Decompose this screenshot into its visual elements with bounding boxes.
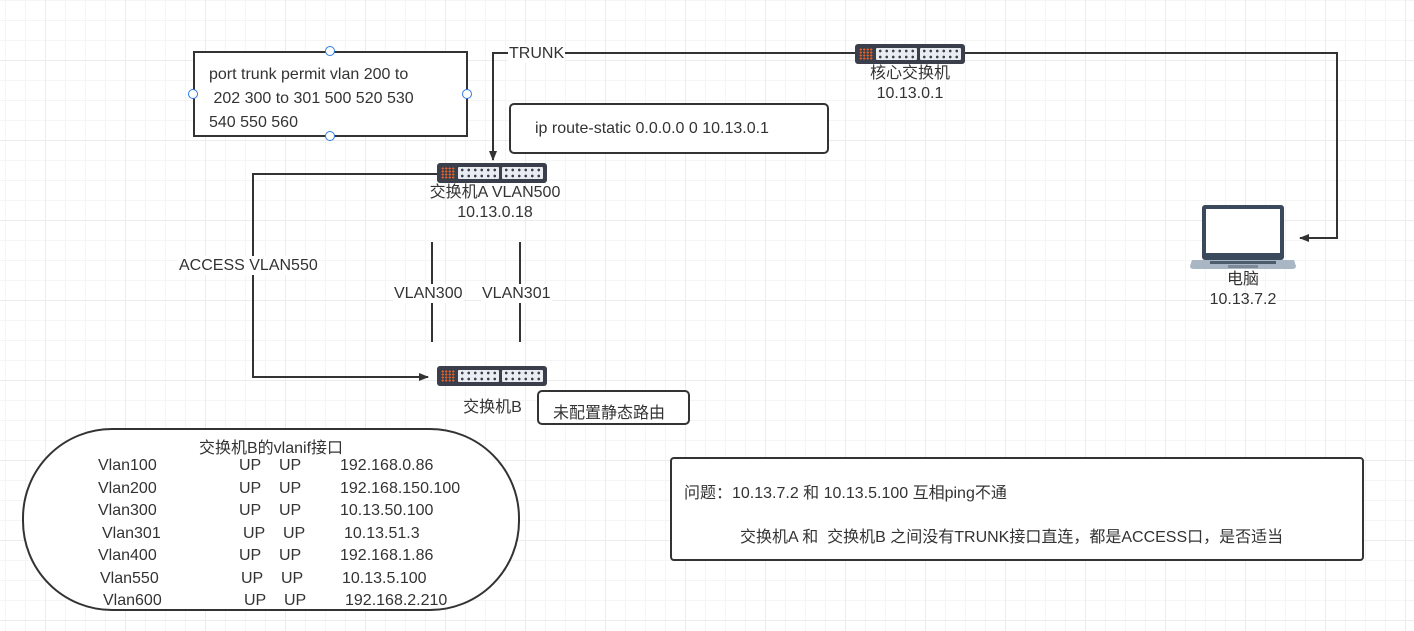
question-line-1: 问题：10.13.7.2 和 10.13.5.100 互相ping不通 <box>684 485 1007 502</box>
trunk-link[interactable] <box>489 52 855 161</box>
proto-status: UP <box>281 569 304 587</box>
ip-address: 192.168.1.86 <box>340 547 434 564</box>
question-line-2: 交换机A 和 交换机B 之间没有TRUNK接口直连，都是ACCESS口，是否适当 <box>740 529 1284 546</box>
vlan300-label: VLAN300 <box>393 284 464 303</box>
proto-status: UP <box>279 479 302 497</box>
proto-status: UP <box>284 592 307 609</box>
core-switch-ip: 10.13.0.1 <box>876 85 944 102</box>
phy-status: UP <box>239 502 262 519</box>
resize-handle-bottom[interactable] <box>325 131 335 141</box>
vlan-name: Vlan301 <box>102 524 161 542</box>
switch-a-ip: 10.13.0.18 <box>457 204 533 221</box>
static-route-text: ip route-static 0.0.0.0 0 10.13.0.1 <box>535 120 769 137</box>
pc-ip: 10.13.7.2 <box>1209 291 1277 308</box>
trunk-label: TRUNK <box>508 44 566 63</box>
laptop-icon[interactable] <box>1188 203 1298 271</box>
phy-status: UP <box>239 479 262 497</box>
config-line-2: 202 300 to 301 500 520 530 <box>209 90 414 107</box>
ip-address: 192.168.0.86 <box>340 457 434 474</box>
phy-status: UP <box>239 547 262 564</box>
phy-status: UP <box>241 569 264 587</box>
pc-name: 电脑 <box>1226 271 1259 288</box>
proto-status: UP <box>279 547 302 564</box>
core-to-pc-link[interactable] <box>965 52 1338 242</box>
config-line-3: 540 550 560 <box>209 114 298 131</box>
vlanif-panel-title: 交换机B的vlanif接口 <box>198 440 344 457</box>
config-line-1: port trunk permit vlan 200 to <box>209 66 409 83</box>
question-box[interactable]: 问题：10.13.7.2 和 10.13.5.100 互相ping不通 交换机A… <box>670 457 1364 561</box>
vlan-name: Vlan400 <box>98 547 157 564</box>
resize-handle-top[interactable] <box>325 46 335 56</box>
core-switch-name: 核心交换机 <box>869 65 950 82</box>
phy-status: UP <box>244 592 267 609</box>
core-switch-icon[interactable] <box>855 44 965 64</box>
access-vlan550-label: ACCESS VLAN550 <box>178 256 319 275</box>
switch-a-icon[interactable] <box>437 163 547 183</box>
static-route-note[interactable]: ip route-static 0.0.0.0 0 10.13.0.1 <box>509 103 829 154</box>
phy-status: UP <box>239 457 262 474</box>
vlan-name: Vlan100 <box>98 457 157 474</box>
vlan-name: Vlan600 <box>103 592 162 609</box>
trunk-config-note[interactable]: port trunk permit vlan 200 to 202 300 to… <box>193 51 468 137</box>
switch-b-icon[interactable] <box>437 366 547 386</box>
proto-status: UP <box>279 502 302 519</box>
switch-a-name: 交换机A VLAN500 <box>429 184 561 201</box>
ip-address: 10.13.51.3 <box>344 524 420 542</box>
phy-status: UP <box>243 524 266 542</box>
access-vlan550-link[interactable] <box>252 173 437 381</box>
resize-handle-right[interactable] <box>462 89 472 99</box>
vlan-name: Vlan200 <box>98 479 157 497</box>
no-static-route-note[interactable]: 未配置静态路由 <box>537 390 690 425</box>
ip-address: 10.13.5.100 <box>342 569 427 587</box>
no-static-route-text: 未配置静态路由 <box>553 405 666 422</box>
vlan-name: Vlan550 <box>100 569 159 587</box>
ip-address: 10.13.50.100 <box>340 502 434 519</box>
ip-address: 192.168.150.100 <box>340 479 461 497</box>
vlan301-label: VLAN301 <box>481 284 552 303</box>
switch-b-name: 交换机B <box>463 399 522 416</box>
proto-status: UP <box>283 524 306 542</box>
resize-handle-left[interactable] <box>188 89 198 99</box>
proto-status: UP <box>279 457 302 474</box>
ip-address: 192.168.2.210 <box>345 592 448 609</box>
vlan-name: Vlan300 <box>98 502 157 519</box>
